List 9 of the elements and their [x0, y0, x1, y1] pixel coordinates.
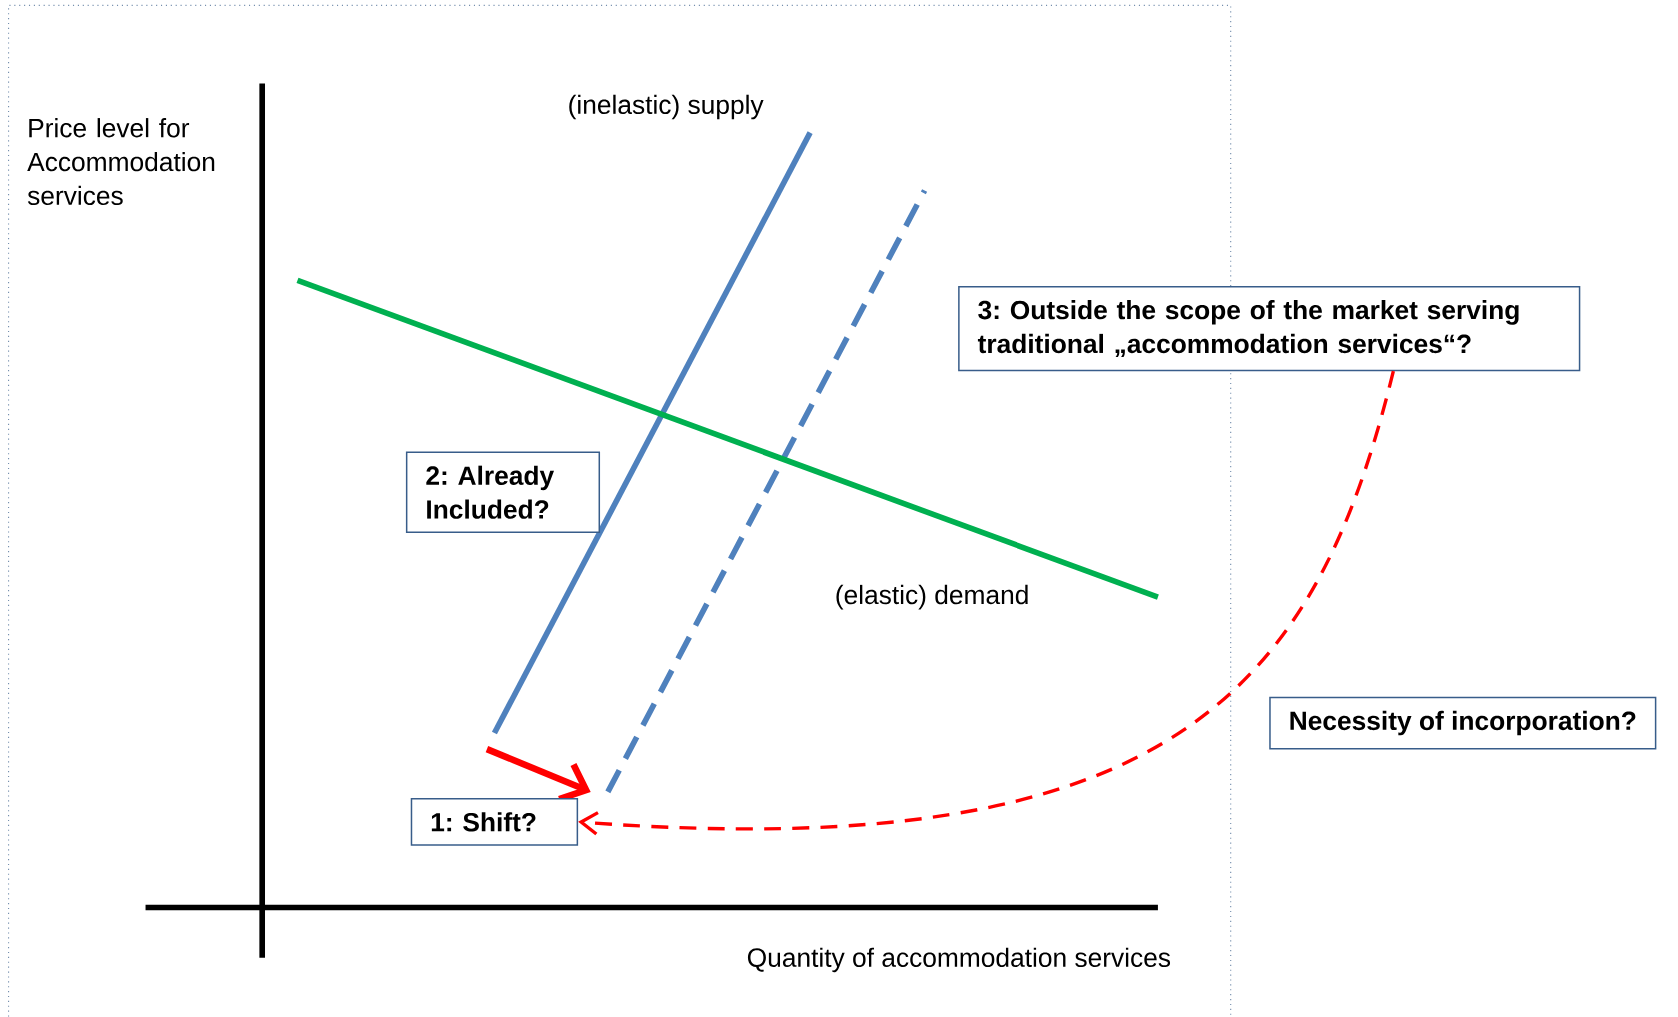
edge-label: Necessity of incorporation? — [1290, 710, 1636, 736]
curve-label: (inelastic) supply — [569, 94, 764, 120]
question-box: 1: Shift? — [410, 798, 579, 846]
axis-label: Price level for Accommodation services — [27, 118, 215, 206]
question-box: 2: Already Included? — [405, 451, 601, 534]
curved-arrow — [578, 370, 1395, 836]
curve-label: (elastic) demand — [836, 585, 1028, 610]
question-box: 3: Outside the scope of the market serving traditional „accommodation services“? — [958, 286, 1581, 372]
axis-label: Quantity of accommodation services — [747, 947, 1171, 973]
